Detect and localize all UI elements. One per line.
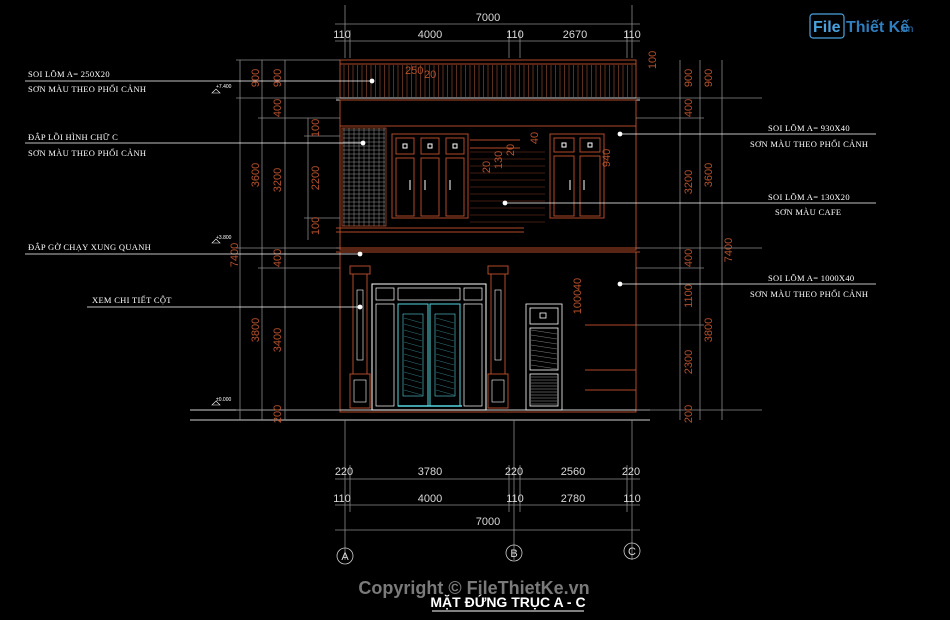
- dim-left-3200: 3200: [272, 168, 284, 192]
- dim-bot1-3: 220: [505, 466, 523, 478]
- dim-bottom-overall: 7000: [476, 516, 500, 528]
- note-left-2-line2: SƠN MÀU THEO PHỐI CẢNH: [28, 148, 146, 158]
- dim-right-1100: 1100: [683, 284, 695, 308]
- left-column: [349, 265, 371, 409]
- dim-bot1-1: 220: [335, 466, 353, 478]
- dim-right-3800: 3800: [703, 318, 715, 342]
- leader-dots: [357, 78, 623, 310]
- dim-left-400a: 400: [272, 99, 284, 117]
- dim-right-900: 900: [683, 69, 695, 87]
- note-right-2-line2: SƠN MÀU CAFE: [775, 207, 841, 217]
- dim-inline-40b: 40: [572, 278, 584, 290]
- dim-left-7400: 7400: [229, 243, 241, 267]
- site-logo: File Thiết Kế .vn: [809, 13, 913, 39]
- dim-inline-20c: 20: [505, 144, 517, 156]
- dim-right-200: 200: [683, 405, 695, 423]
- side-door: [525, 303, 563, 411]
- note-left-1-line2: SƠN MÀU THEO PHỐI CẢNH: [28, 84, 146, 94]
- dim-left-3400: 3400: [272, 328, 284, 352]
- dim-inline-20a: 20: [424, 69, 436, 81]
- leader-lines: [25, 80, 876, 308]
- dim-left-3800: 3800: [250, 318, 262, 342]
- dim-bot2-3: 110: [506, 493, 524, 505]
- dim-inline-130: 130: [493, 151, 505, 169]
- note-right-3-line1: SOI LÕM A= 1000X40: [768, 273, 854, 283]
- dim-left-3600: 3600: [250, 163, 262, 187]
- note-left-2-line1: ĐẮP LỒI HÌNH CHỮ C: [28, 132, 118, 142]
- level-7400: +7.400: [216, 84, 232, 90]
- note-right-3-line2: SƠN MÀU THEO PHỐI CẢNH: [750, 289, 868, 299]
- axis-b-label: B: [510, 548, 517, 560]
- dim-right-7400: 7400: [723, 238, 735, 262]
- logo-part-file: File: [813, 19, 841, 36]
- dim-bot2-2: 4000: [418, 493, 442, 505]
- dim-left-100b: 100: [310, 217, 322, 235]
- dim-left-2200: 2200: [310, 166, 322, 190]
- upper-left-window: [391, 133, 469, 219]
- dim-left-900a: 900: [250, 69, 262, 87]
- dim-left-200: 200: [272, 405, 284, 423]
- hatched-wall: [341, 127, 387, 227]
- dim-bot1-2: 3780: [418, 466, 442, 478]
- dim-top-4: 2670: [563, 29, 587, 41]
- note-right-1-line1: SOI LÕM A= 930X40: [768, 123, 850, 133]
- dim-inline-20b: 20: [481, 161, 493, 173]
- right-column: [487, 265, 509, 409]
- logo-part-thietke: Thiết Kế: [846, 19, 909, 36]
- roof-tiles: [343, 65, 633, 97]
- note-left-1-line1: SOI LÕM A= 250X20: [28, 69, 110, 79]
- dim-left-900: 900: [272, 69, 284, 87]
- top-dimensions: [335, 5, 640, 58]
- level-0000: ±0.000: [216, 397, 231, 403]
- drawing-title: MẶT ĐỨNG TRỤC A - C: [430, 593, 585, 610]
- dim-right-400b: 400: [683, 249, 695, 267]
- dim-inline-250: 250: [405, 65, 423, 77]
- right-dimensions: [636, 60, 762, 420]
- dim-inline-40a: 40: [529, 132, 541, 144]
- note-left-3: ĐẮP GỜ CHẠY XUNG QUANH: [28, 242, 151, 252]
- note-right-2-line1: SOI LÕM A= 130X20: [768, 192, 850, 202]
- dim-left-100a: 100: [310, 119, 322, 137]
- dim-top-3: 110: [506, 29, 524, 41]
- note-right-1-line2: SƠN MÀU THEO PHỐI CẢNH: [750, 139, 868, 149]
- dim-right-3200: 3200: [683, 170, 695, 194]
- dim-bot2-4: 2780: [561, 493, 585, 505]
- axis-a-label: A: [341, 551, 349, 563]
- dim-inline-1000: 1000: [572, 290, 584, 314]
- dim-right-3600: 3600: [703, 163, 715, 187]
- bottom-dimensions: [335, 420, 640, 560]
- dim-bot2-5: 110: [623, 493, 641, 505]
- axis-c-label: C: [628, 546, 636, 558]
- dim-right-100: 100: [647, 51, 659, 69]
- left-dimensions: [236, 59, 340, 420]
- dim-inline-940: 940: [601, 149, 613, 167]
- dim-top-5: 110: [623, 29, 641, 41]
- copyright-watermark: Copyright © FileThietKe.vn: [358, 578, 589, 598]
- dim-right-900b: 900: [703, 69, 715, 87]
- dim-bot1-4: 2560: [561, 466, 585, 478]
- dim-bot1-5: 220: [622, 466, 640, 478]
- dim-left-400b: 400: [272, 249, 284, 267]
- dim-top-1: 110: [333, 29, 351, 41]
- level-3800: +3.800: [216, 235, 232, 241]
- dim-right-2300: 2300: [683, 350, 695, 374]
- logo-part-vn: .vn: [900, 24, 913, 35]
- balcony-louvers: [470, 151, 545, 223]
- note-left-4: XEM CHI TIẾT CỘT: [92, 295, 172, 305]
- dim-bot2-1: 110: [333, 493, 351, 505]
- upper-right-window: [549, 133, 605, 219]
- dim-right-400a: 400: [683, 99, 695, 117]
- level-markers: [211, 88, 221, 406]
- axis-bubbles: [336, 542, 641, 565]
- main-door: [371, 283, 487, 411]
- dim-top-2: 4000: [418, 29, 442, 41]
- dim-top-overall: 7000: [476, 12, 500, 24]
